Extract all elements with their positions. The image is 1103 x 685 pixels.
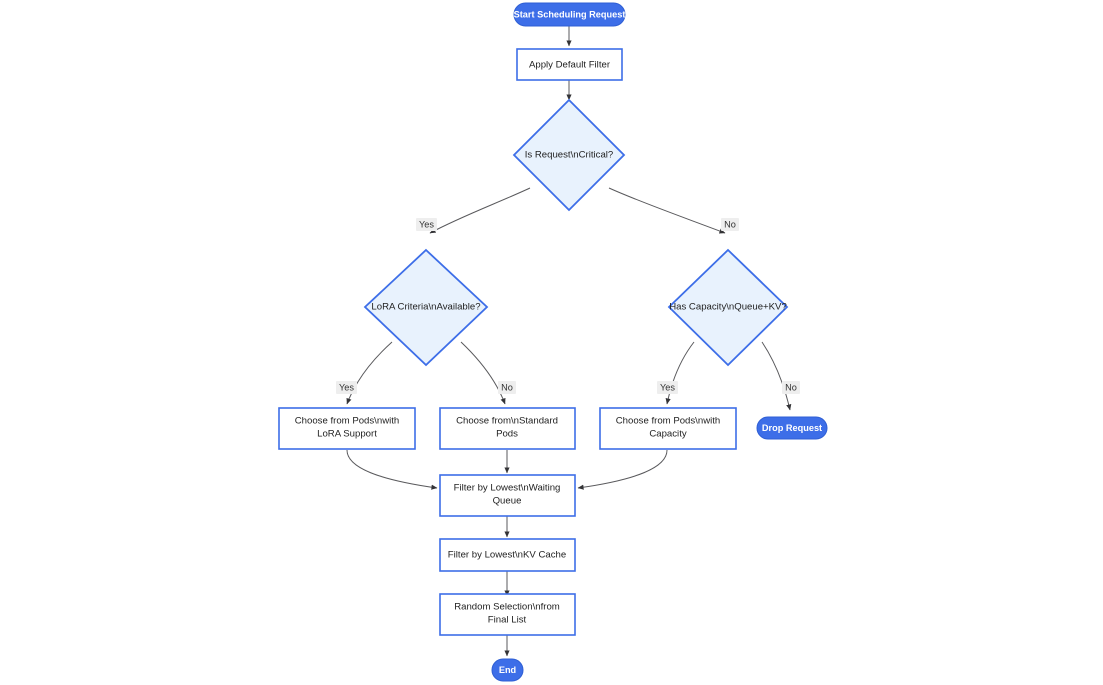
node-choose-capacity-pods[interactable]: Choose from Pods\nwith Capacity	[599, 407, 737, 450]
node-lora-criteria-available-label: LoRA Criteria\nAvailable?	[371, 302, 480, 313]
edge-label-critical-yes: Yes	[416, 218, 437, 231]
node-choose-capacity-pods-label-line1: Choose from Pods\nwith	[616, 416, 721, 427]
node-filter-kv-cache[interactable]: Filter by Lowest\nKV Cache	[439, 538, 576, 572]
edges-layer	[346, 26, 792, 657]
node-end-label: End	[499, 665, 516, 675]
node-start-label: Start Scheduling Request	[514, 9, 626, 19]
edge-capacity-yes-to-choose-capacity	[665, 341, 695, 405]
node-filter-kv-cache-shape[interactable]	[439, 538, 576, 572]
node-filter-waiting-queue-label-line1: Filter by Lowest\nWaiting	[454, 483, 561, 494]
edge-lora-no-to-choose-standard	[460, 341, 506, 405]
node-start[interactable]: Start Scheduling Request	[513, 2, 626, 27]
edge-label-capacity-no: No	[782, 381, 800, 394]
edge-lora-yes-to-choose-lora	[346, 341, 393, 405]
edge-label-lora-no: No	[498, 381, 516, 394]
node-is-request-critical[interactable]: Is Request\nCritical?	[512, 98, 626, 212]
edge-label-capacity-yes-text: Yes	[660, 382, 675, 392]
node-choose-lora-pods[interactable]: Choose from Pods\nwith LoRA Support	[278, 407, 416, 450]
edge-label-capacity-yes: Yes	[657, 381, 678, 394]
edge-capacity-no-to-drop	[761, 341, 792, 411]
node-choose-standard-pods[interactable]: Choose from\nStandard Pods	[439, 407, 576, 450]
node-apply-default-filter-label: Apply Default Filter	[529, 60, 611, 71]
edge-choose-capacity-to-filter-queue	[577, 449, 668, 490]
node-apply-default-filter[interactable]: Apply Default Filter	[516, 48, 623, 81]
edge-label-lora-yes: Yes	[336, 381, 357, 394]
node-choose-capacity-pods-label-line2: Capacity	[649, 429, 687, 440]
node-filter-waiting-queue[interactable]: Filter by Lowest\nWaiting Queue	[439, 474, 576, 517]
edge-label-critical-no-text: No	[724, 219, 736, 229]
node-random-selection-label-line2: Final List	[488, 615, 527, 626]
node-random-selection-shape[interactable]	[439, 593, 576, 636]
node-end[interactable]: End	[491, 658, 524, 682]
node-drop-request-label: Drop Request	[762, 423, 822, 433]
node-has-capacity-shape[interactable]	[667, 248, 789, 367]
node-choose-lora-pods-label-line2: LoRA Support	[317, 429, 377, 440]
edge-labels-layer: Yes No Yes No Yes No	[336, 218, 800, 394]
node-lora-criteria-available-shape[interactable]	[363, 248, 489, 367]
node-choose-standard-pods-shape[interactable]	[439, 407, 576, 450]
node-choose-lora-pods-shape[interactable]	[278, 407, 416, 450]
node-has-capacity-label: Has Capacity\nQueue+KV?	[669, 302, 787, 313]
node-is-request-critical-label: Is Request\nCritical?	[525, 150, 614, 161]
node-lora-criteria-available[interactable]: LoRA Criteria\nAvailable?	[363, 248, 489, 367]
node-start-shape[interactable]	[513, 2, 626, 27]
node-filter-waiting-queue-shape[interactable]	[439, 474, 576, 517]
node-random-selection[interactable]: Random Selection\nfrom Final List	[439, 593, 576, 636]
edge-label-lora-no-text: No	[501, 382, 513, 392]
edge-label-critical-no: No	[721, 218, 739, 231]
node-filter-waiting-queue-label-line2: Queue	[493, 496, 522, 507]
edge-label-lora-yes-text: Yes	[339, 382, 354, 392]
node-choose-lora-pods-label-line1: Choose from Pods\nwith	[295, 416, 400, 427]
node-choose-capacity-pods-shape[interactable]	[599, 407, 737, 450]
node-filter-kv-cache-label: Filter by Lowest\nKV Cache	[448, 550, 566, 561]
node-random-selection-label-line1: Random Selection\nfrom	[454, 602, 560, 613]
edge-label-critical-yes-text: Yes	[419, 219, 434, 229]
node-drop-request[interactable]: Drop Request	[756, 416, 828, 440]
node-is-request-critical-shape[interactable]	[512, 98, 626, 212]
node-choose-standard-pods-label-line1: Choose from\nStandard	[456, 416, 558, 427]
edge-critical-no-to-capacity	[608, 187, 726, 234]
node-apply-default-filter-shape[interactable]	[516, 48, 623, 81]
node-has-capacity[interactable]: Has Capacity\nQueue+KV?	[667, 248, 789, 367]
node-end-shape[interactable]	[491, 658, 524, 682]
node-drop-request-shape[interactable]	[756, 416, 828, 440]
edge-label-capacity-no-text: No	[785, 382, 797, 392]
edge-critical-yes-to-lora	[429, 187, 531, 234]
node-choose-standard-pods-label-line2: Pods	[496, 429, 518, 440]
edge-choose-lora-to-filter-queue	[346, 449, 438, 490]
